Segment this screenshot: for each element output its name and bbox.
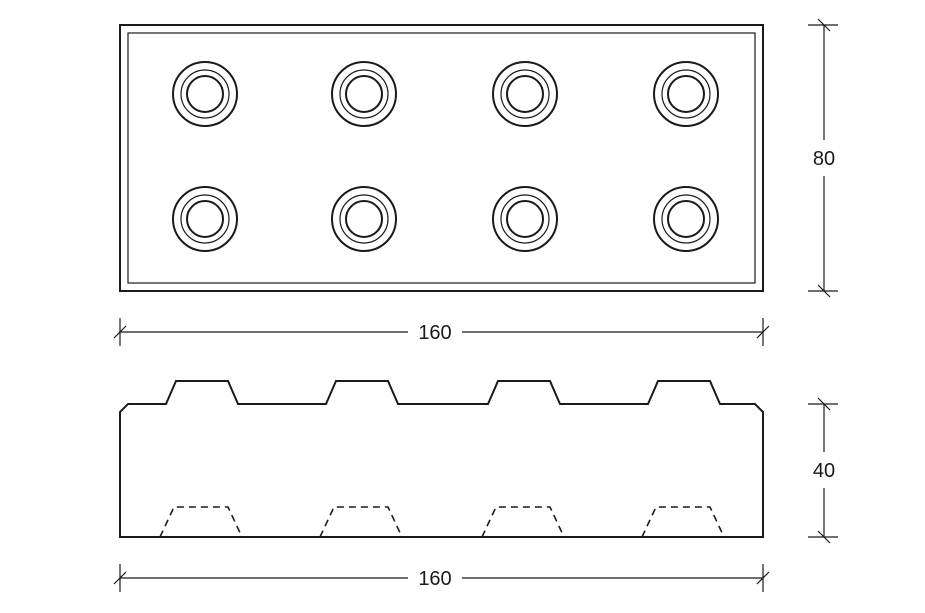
stud-middle-ring — [500, 69, 550, 119]
side-view — [119, 380, 764, 538]
stud-2-3 — [492, 186, 558, 252]
hidden-socket-4 — [641, 506, 725, 538]
stud-inner-ring — [667, 75, 705, 113]
stud-middle-ring — [339, 69, 389, 119]
stud-outer-ring — [492, 61, 558, 127]
top-width-label: 160 — [418, 322, 451, 344]
stud-1-3 — [492, 61, 558, 127]
top-height-dimension: 80 — [808, 18, 838, 298]
stud-2-4 — [653, 186, 719, 252]
top-height-label: 80 — [813, 148, 835, 170]
stud-outer-ring — [331, 61, 397, 127]
top-view-outer-outline — [119, 24, 764, 292]
stud-outer-ring — [172, 186, 238, 252]
dim-tick-bottom — [817, 284, 831, 298]
stud-inner-ring — [345, 75, 383, 113]
stud-grid — [172, 61, 719, 252]
stud-inner-ring — [345, 200, 383, 238]
dim-tick-left — [113, 325, 127, 339]
dim-tick-top — [817, 397, 831, 411]
stud-inner-ring — [506, 200, 544, 238]
top-view — [119, 24, 764, 292]
side-height-label: 40 — [813, 460, 835, 482]
side-height-dimension: 40 — [808, 397, 838, 544]
stud-outer-ring — [331, 186, 397, 252]
hidden-socket-3 — [481, 506, 565, 538]
hidden-socket-2 — [319, 506, 403, 538]
stud-middle-ring — [180, 69, 230, 119]
stud-outer-ring — [653, 186, 719, 252]
stud-1-2 — [331, 61, 397, 127]
stud-inner-ring — [186, 200, 224, 238]
dim-tick-right — [756, 325, 770, 339]
dim-tick-right — [756, 571, 770, 585]
stud-inner-ring — [506, 75, 544, 113]
stud-inner-ring — [667, 200, 705, 238]
dim-tick-bottom — [817, 530, 831, 544]
stud-outer-ring — [172, 61, 238, 127]
stud-2-2 — [331, 186, 397, 252]
stud-1-4 — [653, 61, 719, 127]
stud-inner-ring — [186, 75, 224, 113]
stud-middle-ring — [500, 194, 550, 244]
side-view-outline — [119, 380, 764, 538]
stud-1-1 — [172, 61, 238, 127]
stud-middle-ring — [180, 194, 230, 244]
top-width-dimension: 160 — [113, 318, 770, 346]
stud-middle-ring — [661, 194, 711, 244]
stud-middle-ring — [339, 194, 389, 244]
top-view-inner-outline — [127, 32, 756, 284]
hidden-socket-1 — [159, 506, 243, 538]
dim-tick-left — [113, 571, 127, 585]
stud-outer-ring — [492, 186, 558, 252]
dim-tick-top — [817, 18, 831, 32]
stud-outer-ring — [653, 61, 719, 127]
stud-2-1 — [172, 186, 238, 252]
side-width-dimension: 160 — [113, 564, 770, 592]
side-width-label: 160 — [418, 568, 451, 590]
stud-middle-ring — [661, 69, 711, 119]
